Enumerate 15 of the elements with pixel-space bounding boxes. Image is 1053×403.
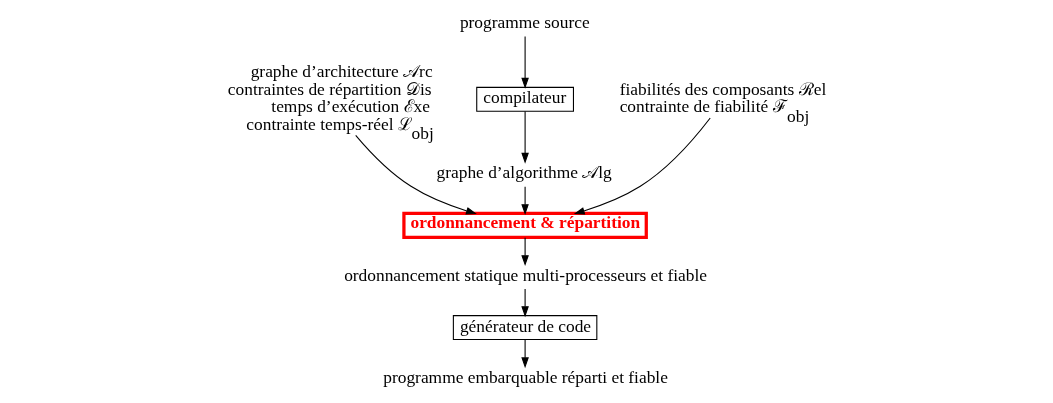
arrow [520, 339, 529, 369]
node-text: programme source [459, 13, 590, 33]
arrow [520, 288, 529, 318]
node-text: ordonnancement statique multi-processeurs et fiable [343, 265, 707, 285]
node-box: compilateur [475, 86, 574, 112]
node-box: ordonnancement & répartition [401, 211, 648, 239]
node-text: programme embarquable réparti et fiable [382, 367, 668, 387]
arrow [520, 35, 529, 89]
arrow [354, 134, 477, 215]
arrow [520, 237, 529, 267]
node-box: générateur de code [452, 315, 597, 341]
arrow [573, 117, 711, 215]
arrow [520, 186, 529, 216]
arrow [520, 110, 529, 164]
node-text: graphe d’algorithme 𝒜lg [436, 163, 612, 183]
